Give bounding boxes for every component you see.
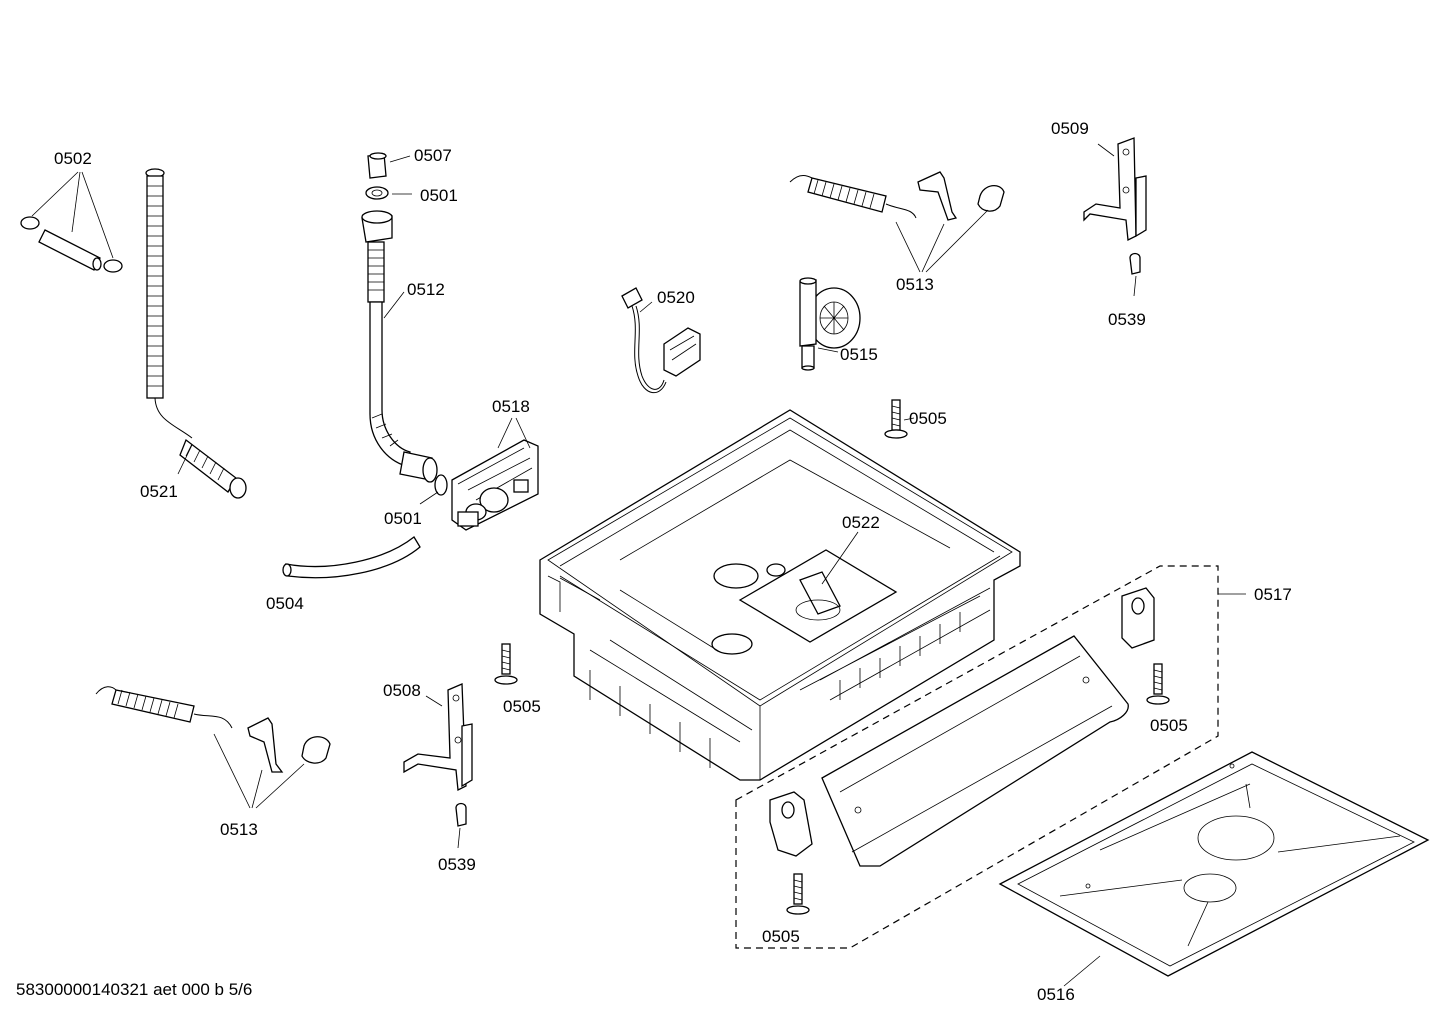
label-0507: 0507 xyxy=(414,146,452,165)
label-0518: 0518 xyxy=(492,397,530,416)
part-0520-sensor xyxy=(621,287,701,393)
label-0539: 0539 xyxy=(1108,310,1146,329)
label-0521: 0521 xyxy=(140,482,178,501)
label-0502: 0502 xyxy=(54,149,92,168)
part-0518-valve-assembly xyxy=(451,417,539,531)
label-0509: 0509 xyxy=(1051,119,1089,138)
label-0517: 0517 xyxy=(1254,585,1292,604)
part-0517-kick-plate-assembly xyxy=(735,565,1246,949)
part-0509-hinge-plate xyxy=(1083,137,1147,297)
label-0505: 0505 xyxy=(762,927,800,946)
part-0516-base-plate xyxy=(998,751,1430,987)
label-0515: 0515 xyxy=(840,345,878,364)
label-0520: 0520 xyxy=(657,288,695,307)
label-0505: 0505 xyxy=(503,697,541,716)
label-0516: 0516 xyxy=(1037,985,1075,1004)
label-0501: 0501 xyxy=(384,509,422,528)
part-base-tub xyxy=(539,409,1021,781)
label-0508: 0508 xyxy=(383,681,421,700)
part-0505-screw-top xyxy=(884,399,915,439)
part-0508-hinge-plate xyxy=(403,683,473,849)
label-0505: 0505 xyxy=(1150,716,1188,735)
part-0504-hose xyxy=(282,536,421,579)
part-number-labels: 0502 0507 0501 0512 0521 0518 0501 0504 … xyxy=(54,119,1292,1004)
part-0505-screw-mid xyxy=(494,643,518,685)
label-0539: 0539 xyxy=(438,855,476,874)
drawing-reference-code: 58300000140321 aet 000 b 5/6 xyxy=(16,980,253,999)
label-0501: 0501 xyxy=(420,186,458,205)
part-0502-clamp-sleeve xyxy=(20,171,123,273)
label-0512: 0512 xyxy=(407,280,445,299)
part-0513-spring-hinge-top xyxy=(789,171,1005,273)
part-0515-pump xyxy=(799,277,861,371)
label-0504: 0504 xyxy=(266,594,304,613)
label-0513: 0513 xyxy=(220,820,258,839)
part-0521-drain-hose xyxy=(145,168,247,499)
part-0513-spring-hinge-bottom xyxy=(95,686,331,809)
part-0512-inlet-hose xyxy=(361,152,448,505)
label-0505: 0505 xyxy=(909,409,947,428)
label-0522: 0522 xyxy=(842,513,880,532)
label-0513: 0513 xyxy=(896,275,934,294)
